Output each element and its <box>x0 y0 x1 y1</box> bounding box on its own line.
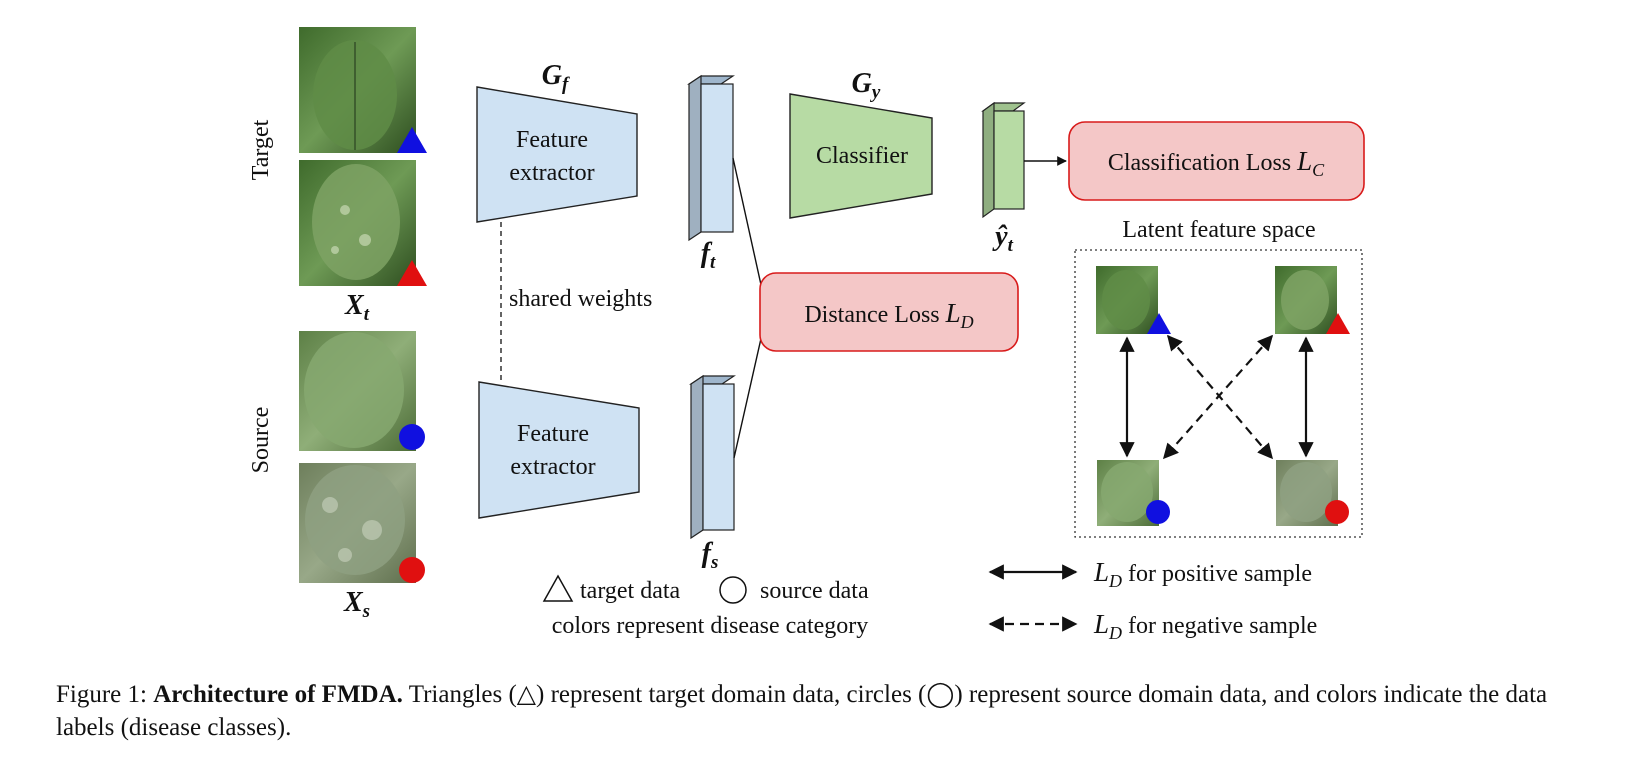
ft-label: ft <box>701 238 716 273</box>
target-image-2 <box>299 160 427 286</box>
classification-loss-box: Classification Loss LC <box>1068 121 1365 201</box>
xt-label: Xt <box>344 290 370 325</box>
latent-target-blue <box>1096 266 1171 334</box>
feature-extractor-target: Feature extractor <box>476 86 638 223</box>
legend-negative: LD for negative sample <box>1093 609 1317 643</box>
circle-legend-icon <box>719 576 747 604</box>
svg-text:Feature: Feature <box>517 421 589 447</box>
target-image-1 <box>299 27 427 153</box>
shared-weights-label: shared weights <box>509 286 652 312</box>
latent-target-red <box>1275 266 1350 334</box>
legend-colors-note: colors represent disease category <box>552 613 869 639</box>
svg-text:Feature: Feature <box>516 127 588 153</box>
gy-label: Gy <box>852 68 881 103</box>
caption-bold: Architecture of FMDA. <box>153 681 403 708</box>
latent-source-blue <box>1097 460 1170 526</box>
legend-positive: LD for positive sample <box>1093 557 1312 591</box>
svg-text:extractor: extractor <box>510 454 595 480</box>
fs-label: fs <box>702 538 719 573</box>
fmda-architecture-diagram: Target Source Xt Xs Gf <box>248 27 1365 643</box>
svg-text:extractor: extractor <box>509 160 594 186</box>
triangle-marker-icon <box>1326 313 1350 334</box>
circle-marker-icon <box>399 557 425 583</box>
latent-source-red <box>1276 460 1349 526</box>
legend-target-data: target data <box>580 578 681 604</box>
source-image-2 <box>299 463 425 583</box>
caption-rest: Triangles (△) represent target domain da… <box>56 681 1548 741</box>
legend-source-data: source data <box>760 578 869 604</box>
latent-space-frame <box>1074 249 1363 538</box>
source-image-1 <box>299 331 425 451</box>
feature-vector-fs <box>689 374 736 540</box>
triangle-marker-icon <box>1147 313 1171 334</box>
distance-loss-box: Distance Loss LD <box>759 272 1019 352</box>
circle-marker-icon <box>1146 500 1170 524</box>
negative-arrow-1 <box>1167 334 1273 460</box>
circle-marker-icon <box>399 424 425 450</box>
feature-vector-ft <box>687 74 735 242</box>
figure-caption: Figure 1: Architecture of FMDA. Triangle… <box>56 678 1586 744</box>
negative-arrow-2 <box>1162 334 1274 460</box>
classifier-module: Classifier <box>789 93 933 219</box>
xs-label: Xs <box>343 587 370 622</box>
circle-marker-icon <box>1325 500 1349 524</box>
svg-text:Classifier: Classifier <box>816 143 908 169</box>
prediction-block-yhat <box>981 101 1026 219</box>
svg-text:Distance Loss LD: Distance Loss LD <box>804 298 973 332</box>
yhat-label: ŷt <box>992 221 1013 256</box>
row-label-source: Source <box>248 407 274 474</box>
latent-space-title: Latent feature space <box>1122 217 1315 243</box>
gf-label: Gf <box>542 60 570 95</box>
feature-extractor-source: Feature extractor <box>478 381 640 519</box>
svg-text:Classification Loss LC: Classification Loss LC <box>1108 146 1325 180</box>
triangle-marker-icon <box>397 127 427 153</box>
row-label-target: Target <box>248 119 274 180</box>
triangle-marker-icon <box>397 260 427 286</box>
caption-prefix: Figure 1: <box>56 681 154 708</box>
triangle-legend-icon <box>542 574 574 602</box>
